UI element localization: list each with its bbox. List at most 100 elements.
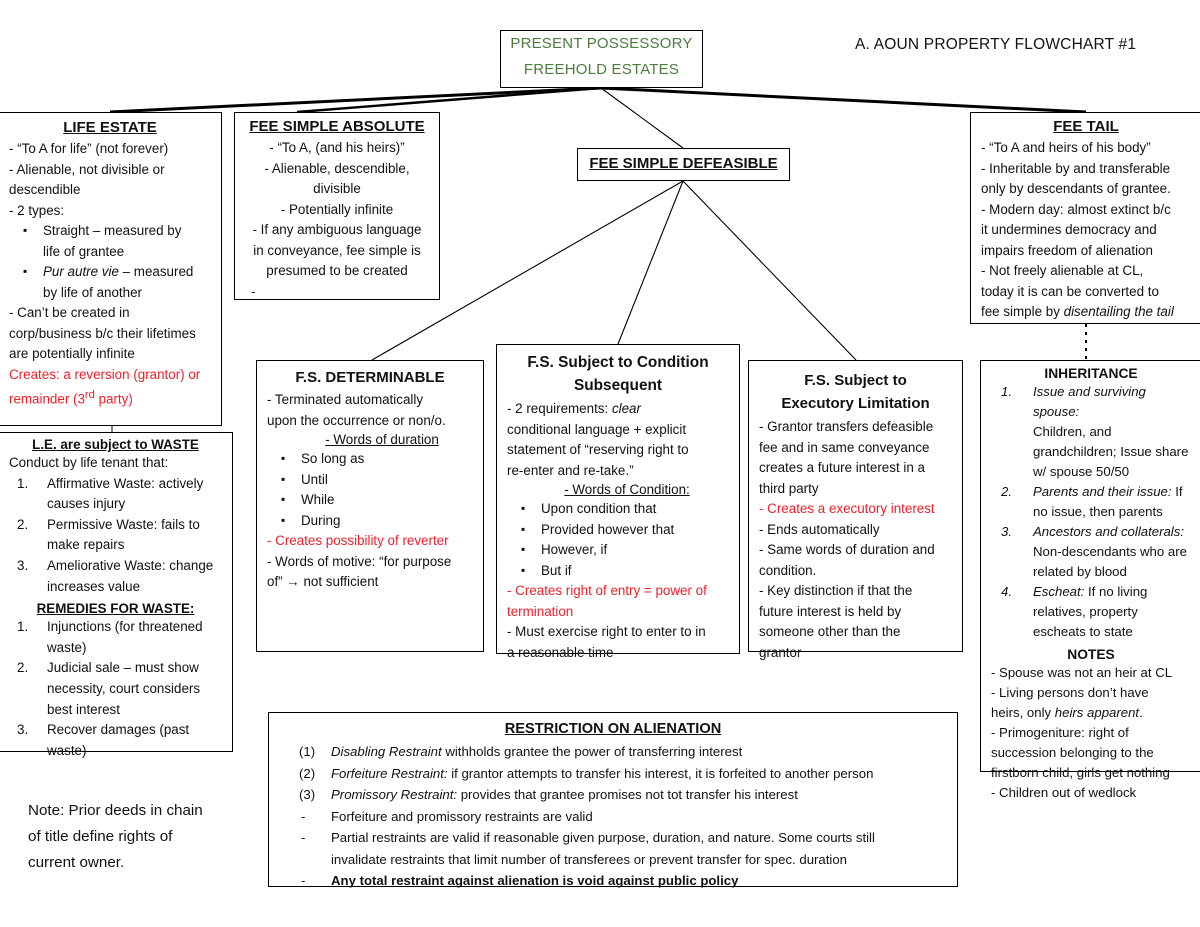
life-estate-type-text: Straight – measured by: [43, 223, 182, 238]
list-item: While: [267, 489, 473, 511]
list-number: (3): [299, 787, 316, 802]
list-dash: -: [301, 873, 306, 888]
root-title-line-1: PRESENT POSSESSORY: [510, 35, 693, 52]
node-inheritance[interactable]: INHERITANCE 1.Issue and surviving spouse…: [980, 360, 1200, 800]
life-estate-type-term: Pur autre vie: [43, 264, 119, 279]
fee-tail-line: today it is can be converted to: [981, 283, 1159, 299]
fsel-line: fee and in same conveyance: [759, 439, 930, 455]
fee-tail-title: FEE TAIL: [1053, 118, 1119, 135]
restriction-text: Any total restraint against alienation i…: [331, 873, 739, 888]
list-item: 1.Issue and surviving spouse:Children, a…: [991, 382, 1191, 482]
chain-note-line: current owner.: [28, 854, 125, 871]
life-estate-types-list: Straight – measured by life of grantee P…: [9, 220, 211, 303]
inheritance-line: grandchildren; Issue share: [1033, 444, 1189, 459]
remedy-line: best interest: [47, 701, 120, 717]
inheritance-term: Escheat:: [1033, 584, 1085, 599]
inheritance-term: Ancestors and collaterals:: [1033, 524, 1184, 539]
list-dash: -: [301, 808, 306, 824]
fsa-line: - Potentially infinite: [280, 201, 394, 217]
inheritance-note-line: succession belonging to the: [991, 745, 1154, 760]
fscs-title: F.S. Subject to Condition Subsequent: [507, 351, 729, 397]
fsel-line: - Key distinction if that the: [759, 583, 913, 598]
fsel-line: - Grantor transfers defeasible: [759, 419, 934, 434]
restriction-text: if grantor attempts to transfer his inte…: [447, 765, 874, 781]
life-estate-creates-highlight: Creates: a reversion (grantor) or: [9, 366, 201, 382]
waste-item-line: make repairs: [47, 537, 125, 553]
node-life-estate-waste[interactable]: L.E. are subject to WASTE Conduct by lif…: [0, 432, 233, 758]
fsel-title-line-1: F.S. Subject to: [804, 372, 907, 389]
list-item: (3)Promissory Restraint: provides that g…: [269, 784, 957, 806]
inheritance-term: Issue and surviving spouse:: [1033, 384, 1146, 419]
life-estate-creates-highlight-2: remainder (3rd party): [9, 389, 133, 407]
remedy-line: Injunctions (for threatened: [47, 619, 203, 635]
node-fee-simple-defeasible[interactable]: FEE SIMPLE DEFEASIBLE: [577, 148, 790, 181]
list-number: 4.: [1001, 584, 1012, 599]
fsdet-creates-highlight: - Creates possibility of reverter: [267, 533, 449, 548]
node-fs-executory-limitation[interactable]: F.S. Subject to Executory Limitation - G…: [748, 360, 963, 660]
list-item: Pur autre vie – measured by life of anot…: [9, 261, 211, 303]
root-node-present-possessory-freehold-estates[interactable]: PRESENT POSSESSORY FREEHOLD ESTATES: [500, 30, 703, 88]
life-estate-title: LIFE ESTATE: [63, 119, 157, 136]
fsa-line: - Alienable, descendible,: [264, 160, 410, 176]
list-dash: -: [301, 830, 306, 845]
node-fs-condition-subsequent[interactable]: F.S. Subject to Condition Subsequent - 2…: [496, 344, 740, 660]
waste-item-line: Affirmative Waste: actively: [47, 475, 204, 491]
fsd-title: FEE SIMPLE DEFEASIBLE: [589, 155, 778, 172]
fsel-title: F.S. Subject to Executory Limitation: [759, 369, 952, 415]
list-number: 2.: [1001, 484, 1012, 499]
restriction-term: Disabling Restraint: [331, 744, 442, 759]
fscs-title-line-1: F.S. Subject to Condition: [527, 354, 709, 371]
inheritance-title: INHERITANCE: [1044, 366, 1138, 381]
inheritance-line: Non-descendants who are: [1033, 544, 1187, 559]
list-number: 1.: [17, 619, 29, 635]
fsel-line: future interest is held by: [759, 603, 902, 619]
inheritance-note-line: heirs, only heirs apparent.: [991, 705, 1143, 720]
waste-intro: Conduct by life tenant that:: [9, 455, 169, 470]
fee-tail-line: impairs freedom of alienation: [981, 242, 1153, 258]
node-fee-tail[interactable]: FEE TAIL - “To A and heirs of his body” …: [970, 112, 1200, 324]
list-item: So long as: [267, 448, 473, 470]
fee-tail-line: only by descendants of grantee.: [981, 181, 1171, 196]
list-number: 1.: [17, 475, 29, 491]
remedy-line: Recover damages (past: [47, 722, 190, 738]
fee-tail-line: - “To A and heirs of his body”: [981, 140, 1151, 155]
life-estate-line: - Alienable, not divisible or: [9, 161, 165, 177]
inheritance-line: If no living: [1084, 584, 1148, 599]
fscs-line: a reasonable time: [507, 644, 614, 660]
list-item: But if: [507, 560, 729, 582]
restriction-numbered-list: (1)Disabling Restraint withholds grantee…: [269, 741, 957, 806]
inheritance-note-line: - Children out of wedlock: [991, 785, 1137, 800]
life-estate-type-text: by life of another: [43, 284, 143, 300]
fsel-line: - Same words of duration and: [759, 542, 935, 557]
list-item: (2)Forfeiture Restraint: if grantor atte…: [269, 763, 957, 785]
life-estate-line: - Can’t be created in: [9, 305, 130, 320]
fsel-title-line-2: Executory Limitation: [781, 395, 930, 412]
list-number: 2.: [17, 516, 29, 532]
node-fee-simple-absolute[interactable]: FEE SIMPLE ABSOLUTE - “To A, (and his he…: [234, 112, 440, 300]
document-heading: A. AOUN PROPERTY FLOWCHART #1: [855, 36, 1137, 53]
fee-tail-line: - Modern day: almost extinct b/c: [981, 201, 1171, 217]
node-life-estate[interactable]: LIFE ESTATE - “To A for life” (not forev…: [0, 112, 222, 426]
inheritance-line: relatives, property: [1033, 604, 1138, 619]
fscs-subtitle: - Words of Condition:: [564, 482, 690, 497]
list-item: 3.Ancestors and collaterals:Non-descenda…: [991, 522, 1191, 582]
waste-item-line: Ameliorative Waste: change: [47, 557, 214, 573]
fsel-line: someone other than the: [759, 624, 901, 639]
inheritance-notes-title: NOTES: [1067, 647, 1115, 662]
list-item: Upon condition that: [507, 498, 729, 520]
list-number: 3.: [17, 557, 29, 573]
fsdet-line: - Terminated automatically: [267, 392, 424, 407]
fsel-line: condition.: [759, 562, 817, 578]
fee-tail-line: - Not freely alienable at CL,: [981, 263, 1144, 278]
fsdet-words-list: So long as Until While During: [267, 448, 473, 531]
fee-tail-line: - Inheritable by and transferable: [981, 160, 1171, 176]
restriction-term: Forfeiture Restraint:: [331, 765, 448, 781]
node-restriction-on-alienation[interactable]: RESTRICTION ON ALIENATION (1)Disabling R…: [268, 712, 958, 888]
node-fs-determinable[interactable]: F.S. DETERMINABLE - Terminated automatic…: [256, 360, 484, 652]
